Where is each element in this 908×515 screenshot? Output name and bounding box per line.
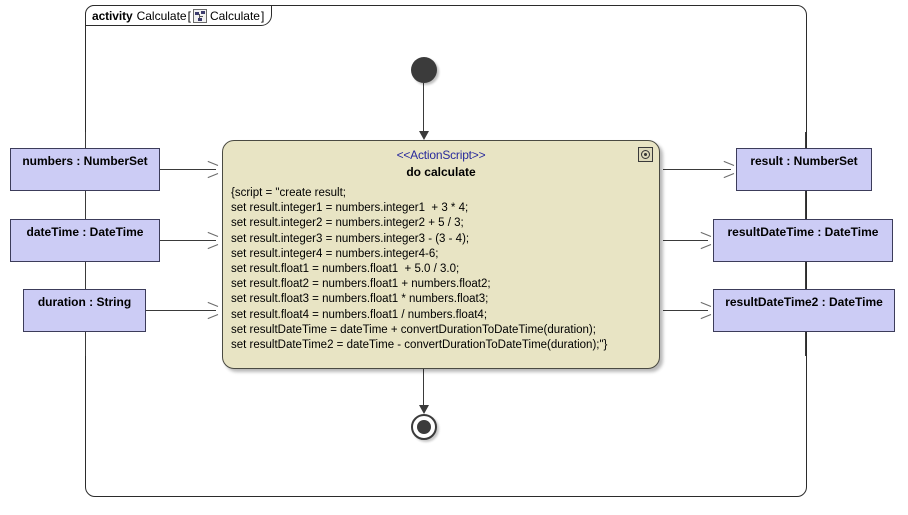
output-parameter-resultdatetime2[interactable]: resultDateTime2 : DateTime bbox=[713, 289, 895, 332]
flow-arrowhead-initial bbox=[419, 131, 429, 140]
edge-numbers-to-action bbox=[160, 169, 216, 170]
activity-diagram-icon bbox=[192, 8, 207, 23]
frame-keyword: activity bbox=[92, 8, 133, 23]
action-script-body: {script = "create result; set result.int… bbox=[223, 186, 659, 353]
edge-arrowhead-datetime bbox=[207, 235, 218, 246]
script-line: set resultDateTime2 = dateTime - convert… bbox=[231, 339, 608, 352]
script-line: set result.float3 = numbers.float1 * num… bbox=[231, 293, 489, 306]
script-line: set result.integer1 = numbers.integer1 +… bbox=[231, 202, 469, 215]
initial-node[interactable] bbox=[411, 57, 437, 83]
edge-action-to-resultdatetime2 bbox=[663, 310, 708, 311]
action-stereotype: <<ActionScript>> bbox=[396, 148, 486, 162]
edge-arrowhead-duration bbox=[207, 305, 218, 316]
output-spine-2 bbox=[805, 262, 806, 289]
edge-duration-to-action bbox=[146, 310, 216, 311]
action-behavior-icon bbox=[638, 147, 653, 162]
script-line: set result.integer2 = numbers.integer2 +… bbox=[231, 217, 464, 230]
action-node-do-calculate[interactable]: <<ActionScript>> do calculate {script = … bbox=[222, 140, 660, 369]
edge-action-to-resultdatetime bbox=[663, 240, 708, 241]
script-line: set result.float2 = numbers.float1 + num… bbox=[231, 278, 491, 291]
script-line: set result.integer4 = numbers.integer4-6… bbox=[231, 247, 439, 260]
input-spine-bottom bbox=[85, 332, 86, 356]
edge-arrowhead-resultdatetime bbox=[700, 235, 711, 246]
output-spine-top bbox=[805, 132, 806, 148]
input-parameter-numbers[interactable]: numbers : NumberSet bbox=[10, 148, 160, 191]
script-line: {script = "create result; bbox=[231, 187, 346, 199]
output-parameter-label: result : NumberSet bbox=[750, 154, 858, 168]
script-line: set resultDateTime = dateTime + convertD… bbox=[231, 323, 596, 336]
edge-arrowhead-result bbox=[723, 164, 734, 175]
flow-action-to-final bbox=[423, 369, 424, 411]
action-title: do calculate bbox=[406, 165, 476, 179]
activity-frame-header[interactable]: activity Calculate [ Calculate ] bbox=[85, 5, 273, 26]
script-line: set result.float1 = numbers.float1 + 5.0… bbox=[231, 263, 460, 276]
frame-inner-label: Calculate bbox=[209, 8, 260, 23]
script-line: set result.integer3 = numbers.integer3 -… bbox=[231, 232, 470, 245]
input-parameter-duration[interactable]: duration : String bbox=[23, 289, 146, 332]
edge-action-to-result bbox=[663, 169, 731, 170]
output-parameter-result[interactable]: result : NumberSet bbox=[736, 148, 872, 191]
input-parameter-datetime[interactable]: dateTime : DateTime bbox=[10, 219, 160, 262]
output-parameter-label: resultDateTime2 : DateTime bbox=[725, 295, 883, 309]
script-line: set result.float4 = numbers.float1 / num… bbox=[231, 308, 488, 321]
frame-bracket-close: ] bbox=[260, 8, 265, 23]
frame-name: Calculate bbox=[136, 8, 187, 23]
flow-initial-to-action bbox=[423, 83, 424, 133]
input-spine-top bbox=[85, 132, 86, 148]
input-parameter-label: numbers : NumberSet bbox=[22, 154, 148, 168]
input-parameter-label: dateTime : DateTime bbox=[26, 225, 144, 239]
frame-bracket-open: [ bbox=[187, 8, 191, 23]
input-spine-1 bbox=[85, 191, 86, 219]
edge-arrowhead-numbers bbox=[207, 164, 218, 175]
edge-datetime-to-action bbox=[160, 240, 216, 241]
output-parameter-resultdatetime[interactable]: resultDateTime : DateTime bbox=[713, 219, 893, 262]
output-spine-bottom bbox=[805, 332, 806, 356]
activity-final-node[interactable] bbox=[411, 414, 437, 440]
output-parameter-label: resultDateTime : DateTime bbox=[727, 225, 879, 239]
input-spine-2 bbox=[85, 262, 86, 289]
edge-arrowhead-resultdatetime2 bbox=[700, 305, 711, 316]
input-parameter-label: duration : String bbox=[37, 295, 132, 309]
flow-arrowhead-final bbox=[419, 405, 429, 414]
output-spine-1 bbox=[805, 191, 806, 219]
